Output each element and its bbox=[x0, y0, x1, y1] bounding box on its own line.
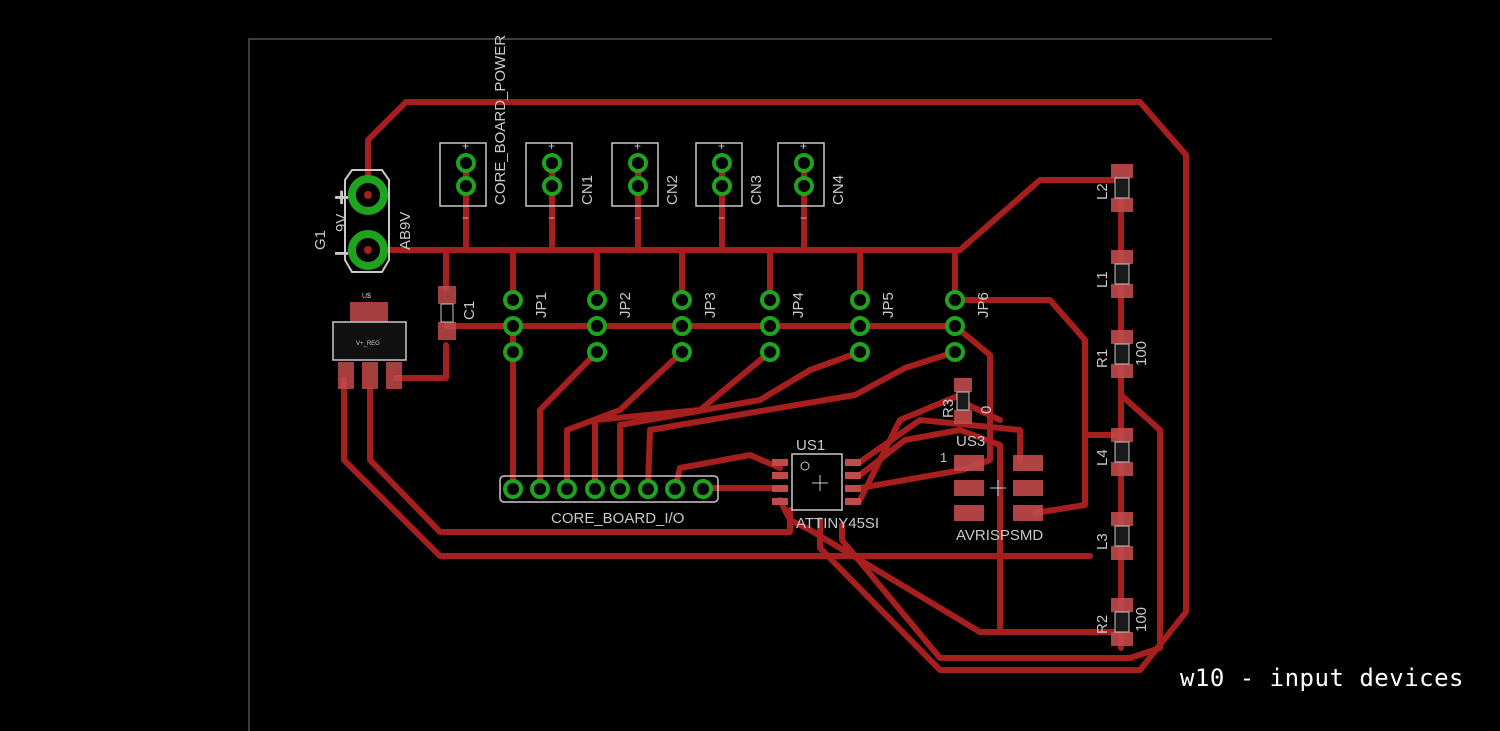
avrisp-header: US3 1 AVRISPSMD bbox=[940, 433, 1043, 544]
r3-resistor: R3 0 bbox=[940, 378, 995, 424]
g1-plus-label: + bbox=[334, 182, 349, 212]
cn4-connector: + − CN4 bbox=[777, 139, 847, 225]
jp6-jumper: JP6 bbox=[945, 290, 992, 362]
r2-resistor: R2 100 bbox=[1094, 598, 1150, 646]
regulator-name-label: U$ bbox=[362, 293, 371, 300]
core-board-power-label: CORE_BOARD_POWER bbox=[492, 35, 509, 205]
jp3-label: JP3 bbox=[702, 292, 719, 318]
conn0-plus: + bbox=[462, 139, 469, 153]
r2-value-label: 100 bbox=[1133, 607, 1150, 632]
jp4-label: JP4 bbox=[790, 292, 807, 318]
r1-value-label: 100 bbox=[1133, 341, 1150, 366]
core-board-power-connector: + − bbox=[439, 139, 487, 225]
conn0-minus: − bbox=[462, 211, 469, 225]
regulator-value-label: V+_REG bbox=[356, 341, 380, 347]
c1-label: C1 bbox=[461, 301, 478, 320]
cn1-connector: + − CN1 bbox=[525, 139, 596, 225]
jp5-jumper: JP5 bbox=[850, 290, 897, 362]
jp1-label: JP1 bbox=[533, 292, 550, 318]
r2-label: R2 bbox=[1094, 615, 1111, 634]
l1-inductor: L1 bbox=[1094, 250, 1133, 298]
r1-label: R1 bbox=[1094, 349, 1111, 368]
cn3-plus: + bbox=[718, 139, 725, 153]
cn2-label: CN2 bbox=[664, 175, 681, 205]
l4-label: L4 bbox=[1094, 449, 1111, 466]
cn2-connector: + − CN2 bbox=[611, 139, 681, 225]
g1-battery-connector: + − G1 9V AB9V bbox=[312, 169, 414, 273]
l1-label: L1 bbox=[1094, 271, 1111, 288]
r1-resistor: R1 100 bbox=[1094, 330, 1150, 378]
r3-value-label: 0 bbox=[978, 406, 995, 414]
cn2-plus: + bbox=[634, 139, 641, 153]
g1-part-label: AB9V bbox=[397, 212, 414, 250]
cn3-connector: + − CN3 bbox=[695, 139, 765, 225]
jp2-label: JP2 bbox=[617, 292, 634, 318]
g1-minus-label: − bbox=[334, 238, 349, 268]
cn2-minus: − bbox=[634, 211, 641, 225]
page-caption: w10 - input devices bbox=[1179, 664, 1464, 692]
l3-inductor: L3 bbox=[1094, 512, 1133, 560]
c1-capacitor: C1 bbox=[438, 286, 478, 340]
jumpers: JP1 JP2 JP3 JP4 JP5 bbox=[503, 290, 992, 362]
r3-label: R3 bbox=[940, 399, 957, 418]
attiny-label: ATTINY45SI bbox=[796, 515, 879, 532]
cn3-minus: − bbox=[718, 211, 725, 225]
jp5-label: JP5 bbox=[880, 292, 897, 318]
cn4-label: CN4 bbox=[830, 175, 847, 205]
cn1-label: CN1 bbox=[579, 175, 596, 205]
right-passives: L2 L1 R1 100 L4 L3 bbox=[1094, 164, 1150, 646]
avrisp-pin1-label: 1 bbox=[940, 450, 947, 465]
us1-label: US1 bbox=[796, 437, 825, 454]
l3-label: L3 bbox=[1094, 533, 1111, 550]
jp2-jumper: JP2 bbox=[587, 290, 634, 362]
cn4-plus: + bbox=[800, 139, 807, 153]
copper-traces bbox=[341, 99, 1189, 673]
l4-inductor: L4 bbox=[1094, 428, 1133, 476]
board-outline bbox=[248, 38, 1272, 731]
l2-label: L2 bbox=[1094, 183, 1111, 200]
l2-inductor: L2 bbox=[1094, 164, 1133, 212]
cn4-minus: − bbox=[800, 211, 807, 225]
jp6-label: JP6 bbox=[975, 292, 992, 318]
core-board-io-label: CORE_BOARD_I/O bbox=[551, 510, 684, 527]
jp1-jumper: JP1 bbox=[503, 290, 550, 362]
core-board-io-header: CORE_BOARD_I/O bbox=[499, 475, 719, 527]
voltage-regulator: U$ V+_REG bbox=[332, 293, 407, 389]
g1-value-label: 9V bbox=[333, 214, 350, 232]
attiny45-chip: US1 ATTINY45SI bbox=[772, 437, 879, 532]
power-connectors: + − + − CN1 + − CN2 + − CN3 bbox=[439, 139, 847, 225]
cn1-minus: − bbox=[548, 211, 555, 225]
jp3-jumper: JP3 bbox=[672, 290, 719, 362]
avrisp-label: AVRISPSMD bbox=[956, 527, 1043, 544]
us3-label: US3 bbox=[956, 433, 985, 450]
cn3-label: CN3 bbox=[748, 175, 765, 205]
jp4-jumper: JP4 bbox=[760, 290, 807, 362]
cn1-plus: + bbox=[548, 139, 555, 153]
g1-label: G1 bbox=[312, 230, 329, 250]
